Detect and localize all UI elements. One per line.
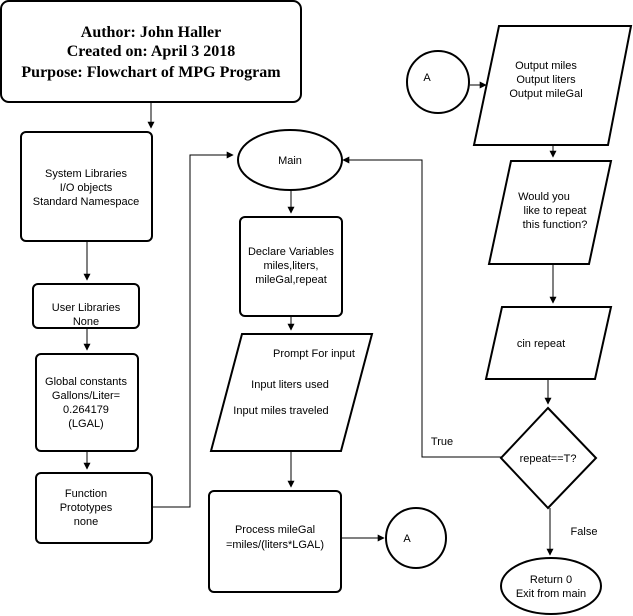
declare-variables-line-3: mileGal,repeat (255, 274, 327, 286)
global-constants-line-3: 0.264179 (63, 404, 109, 416)
global-constants-line-4: (LGAL) (68, 418, 103, 430)
edge-decision-true-to-main (342, 156, 501, 458)
prompt-repeat-parallelogram: Would you like to repeat this function? (487, 160, 613, 265)
cin-repeat-label: cin repeat (517, 338, 565, 350)
prompt-repeat-line-1: Would you (518, 191, 570, 203)
declare-variables-box: Declare Variables miles,liters, mileGal,… (239, 216, 343, 317)
prompt-repeat-line-3: this function? (523, 219, 588, 231)
connector-a-in-label: A (423, 72, 431, 84)
function-prototypes-box: Function Prototypes none (35, 472, 153, 544)
header-purpose: Purpose: Flowchart of MPG Program (21, 64, 281, 81)
output-line-3: Output mileGal (509, 88, 582, 100)
process-box: Process mileGal =miles/(liters*LGAL) (208, 490, 342, 593)
output-line-2: Output liters (516, 74, 576, 86)
input-parallelogram: Prompt For input Input liters used Input… (209, 333, 374, 452)
flow-edges (83, 81, 557, 556)
return-terminator: Return 0 Exit from main (500, 557, 602, 615)
user-libraries-box: User Libraries None (32, 283, 140, 329)
function-prototypes-line-1: Function (65, 488, 107, 500)
main-label: Main (278, 155, 302, 167)
declare-variables-line-2: miles,liters, (263, 260, 318, 272)
connector-a-out-label: A (403, 533, 411, 545)
input-line-3: Input miles traveled (233, 405, 328, 417)
user-libraries-line-2: None (73, 316, 99, 328)
input-line-1: Prompt For input (273, 348, 355, 360)
process-line-2: =miles/(liters*LGAL) (226, 539, 324, 551)
header-author: Author: John Haller (81, 24, 221, 41)
true-edge-label: True (431, 436, 453, 448)
declare-variables-line-1: Declare Variables (248, 246, 335, 258)
output-parallelogram: Output miles Output liters Output mileGa… (472, 25, 633, 146)
input-line-2: Input liters used (251, 379, 329, 391)
connector-a-in: A (406, 50, 470, 114)
false-edge-label: False (571, 526, 598, 538)
cin-repeat-parallelogram: cin repeat (484, 306, 613, 380)
header-created: Created on: April 3 2018 (67, 43, 236, 60)
connector-a-out: A (385, 507, 447, 569)
main-terminator: Main (237, 129, 343, 191)
user-libraries-line-1: User Libraries (52, 302, 121, 314)
function-prototypes-line-3: none (74, 516, 98, 528)
prompt-repeat-line-2: like to repeat (524, 205, 587, 217)
header-box: Author: John Haller Created on: April 3 … (0, 0, 302, 103)
system-libraries-box: System Libraries I/O objects Standard Na… (20, 131, 153, 242)
function-prototypes-line-2: Prototypes (60, 502, 113, 514)
return-line-2: Exit from main (516, 588, 586, 600)
return-line-1: Return 0 (530, 574, 572, 586)
global-constants-line-2: Gallons/Liter= (52, 390, 120, 402)
system-libraries-line-1: System Libraries (45, 168, 127, 180)
global-constants-line-1: Global constants (45, 376, 127, 388)
decision-diamond: repeat==T? (499, 406, 598, 510)
output-line-1: Output miles (515, 60, 577, 72)
system-libraries-line-3: Standard Namespace (33, 196, 139, 208)
edge-prototypes-to-main (152, 151, 234, 508)
global-constants-box: Global constants Gallons/Liter= 0.264179… (35, 353, 139, 452)
process-line-1: Process mileGal (235, 524, 315, 536)
decision-label: repeat==T? (520, 453, 577, 465)
system-libraries-line-2: I/O objects (60, 182, 113, 194)
